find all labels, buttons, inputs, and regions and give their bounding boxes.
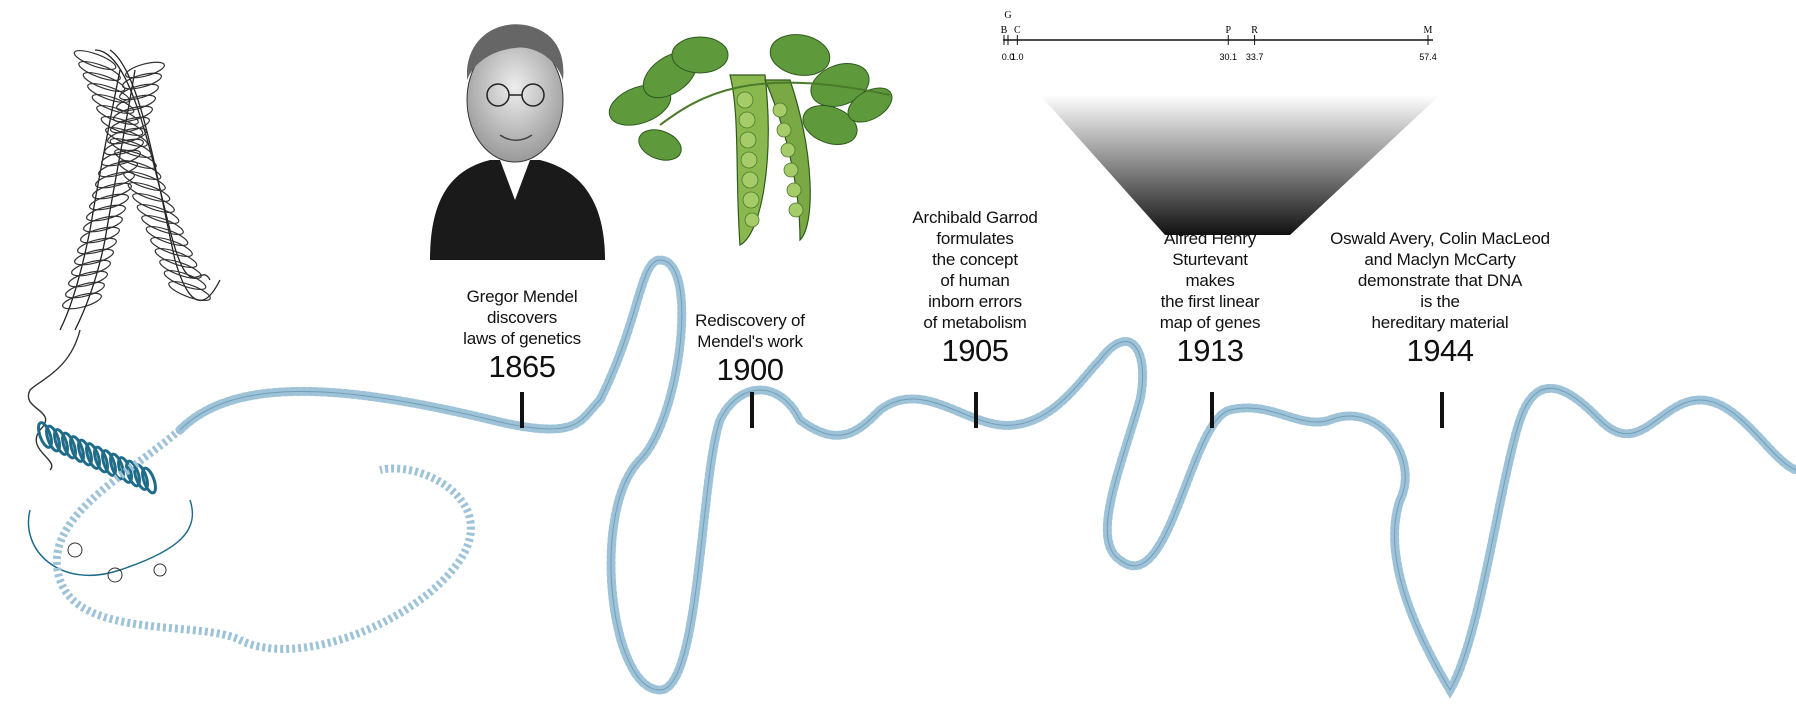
event-description: Archibald Garrod formulates the concept … [912, 207, 1037, 333]
event-year: 1900 [695, 354, 805, 386]
event-description: Gregor Mendel discovers laws of genetics [463, 286, 581, 349]
event-year: 1865 [463, 351, 581, 383]
timeline-event: Alfred Henry Sturtevant makes the first … [1160, 228, 1261, 367]
event-description: Alfred Henry Sturtevant makes the first … [1160, 228, 1261, 333]
timeline-tick [974, 392, 978, 428]
timeline-event: Gregor Mendel discovers laws of genetics… [463, 286, 581, 383]
timeline-tick [1440, 392, 1444, 428]
event-description: Oswald Avery, Colin MacLeod and Maclyn M… [1330, 228, 1550, 333]
timeline-tick [750, 392, 754, 428]
event-description: Rediscovery of Mendel's work [695, 310, 805, 352]
event-year: 1913 [1160, 335, 1261, 367]
timeline-event: Archibald Garrod formulates the concept … [912, 207, 1037, 367]
timeline-event: Oswald Avery, Colin MacLeod and Maclyn M… [1330, 228, 1550, 367]
timeline-event: Rediscovery of Mendel's work 1900 [695, 310, 805, 386]
event-year: 1905 [912, 335, 1037, 367]
timeline-tick [520, 392, 524, 428]
event-year: 1944 [1330, 335, 1550, 367]
timeline-tick [1210, 392, 1214, 428]
